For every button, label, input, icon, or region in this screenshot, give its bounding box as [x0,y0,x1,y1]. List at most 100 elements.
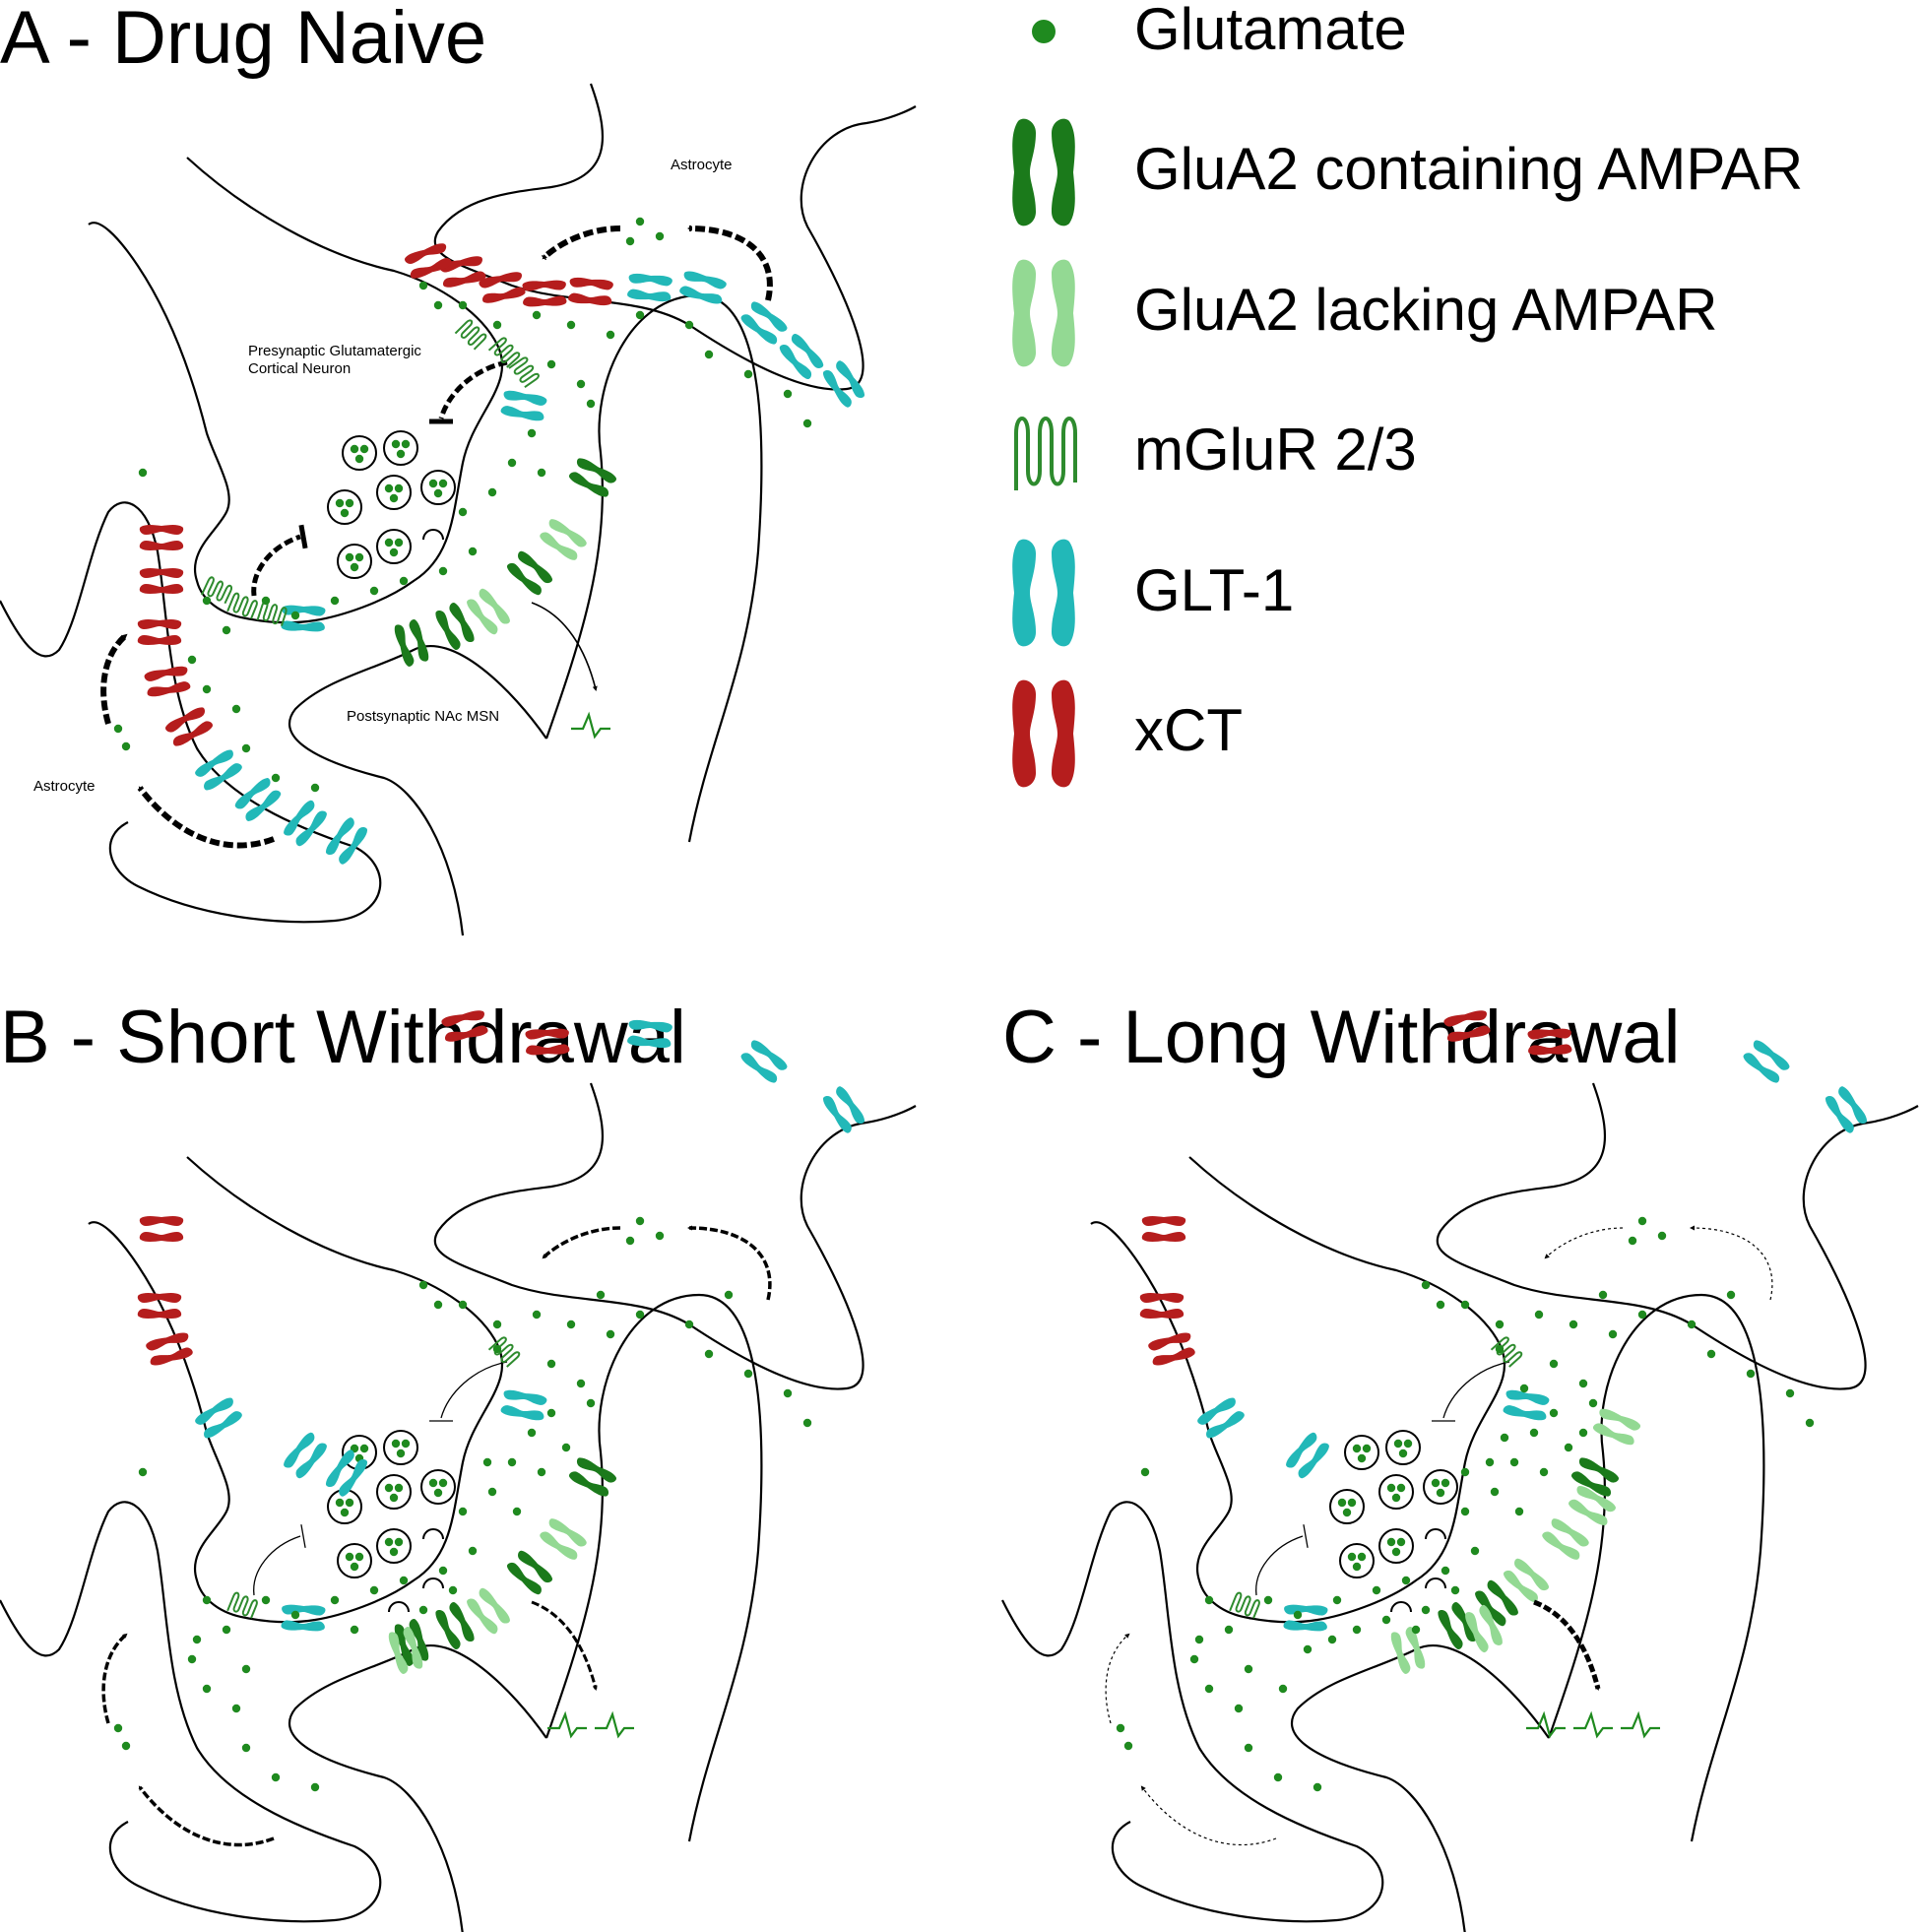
glutamate-molecule [625,1236,635,1246]
glutamate-molecule [1327,1635,1337,1644]
xct-transporter [522,280,567,307]
xct-transporter [439,256,486,288]
vesicle-release-site [1425,1578,1446,1589]
glutamate-molecule [704,350,714,359]
glt1-transporter [1825,1086,1868,1133]
glutamate-molecule [202,596,212,606]
glutamate-molecule [606,330,615,340]
glutamate-molecule [512,1507,522,1516]
glua2-lacking-icon [1012,259,1075,367]
glutamate-molecule [1450,1585,1460,1595]
glutamate-molecule [1460,1467,1470,1477]
glutamate-molecule [1598,1290,1608,1300]
glutamate-molecule [1495,1344,1505,1354]
glua2-containing-ampar [1570,1457,1620,1497]
glutamate-molecule [271,1772,281,1782]
transport-arrow [542,1226,621,1259]
panel-title: C - Long Withdrawal [1002,996,1681,1079]
legend-item-mglur: mGluR 2/3 [1014,417,1417,490]
cell-membrane [0,1501,382,1923]
glutamate-molecule [1519,1384,1529,1393]
transport-arrow [687,225,773,301]
glutamate-molecule [1123,1741,1133,1751]
xct-transporter [139,525,184,550]
glutamate-molecule [1244,1664,1253,1674]
glutamate-molecule [1539,1467,1549,1477]
glutamate-molecule [350,1625,359,1635]
glua2-containing-ampar [435,602,475,651]
glutamate-molecule [684,320,694,330]
xct-transporter [164,707,214,746]
astrocyte-label-left: Astrocyte [33,778,96,795]
legend-label-xct: xCT [1134,697,1243,763]
glutamate-molecule [458,1507,468,1516]
glutamate-molecule [655,231,665,241]
action-potential-trace [595,1710,634,1739]
glutamate-molecule [704,1349,714,1359]
cell-membrane [433,83,917,391]
glutamate-molecule [1637,1216,1647,1226]
glutamate-molecule [537,1467,546,1477]
synaptic-vesicle [1378,1474,1414,1510]
glt1-transporter [1197,1397,1245,1439]
glutamate-molecule [492,320,502,330]
glt1-transporter [1743,1040,1790,1083]
mglur-receptor [200,576,233,605]
glutamate-molecule [802,1418,812,1428]
glt1-transporter [740,1040,788,1083]
glt1-transporter [627,273,672,302]
glt1-transporter [325,817,368,865]
glutamate-molecule [1411,1625,1421,1635]
glutamate-molecule [1805,1418,1815,1428]
xct-icon [1012,679,1075,788]
synaptic-vesicle [1329,1489,1365,1524]
synaptic-vesicle [376,475,412,510]
glutamate-molecule [1194,1635,1204,1644]
inhibition-bar [300,1524,306,1548]
synaptic-vesicle [383,430,418,466]
glutamate-molecule [399,576,409,586]
glutamate-molecule [1500,1433,1509,1443]
glutamate-molecule [290,1610,300,1620]
action-potential-trace [1573,1710,1613,1739]
glutamate-molecule [527,1428,537,1438]
glutamate-molecule [121,1741,131,1751]
glutamate-molecule [783,389,793,399]
transport-arrow [541,225,621,261]
glutamate-molecule [1746,1369,1756,1379]
glutamate-molecule [487,1487,497,1497]
inhibition-arrow [251,534,301,597]
glutamate-molecule [202,684,212,694]
transport-arrow [101,1633,128,1724]
glutamate-molecule [1657,1231,1667,1241]
synapse-diagram [0,83,917,936]
glutamate-molecule [310,1782,320,1792]
glutamate-molecule [1293,1610,1303,1620]
glua2-containing-ampar [1475,1579,1518,1627]
glua2-lacking-ampar [1569,1485,1616,1526]
glua2-containing-ampar [394,619,429,667]
mglur-receptor [454,319,487,351]
vesicle-release-site [1390,1601,1412,1613]
glutamate-molecule [1140,1467,1150,1477]
glutamate-molecule [448,1585,458,1595]
glutamate-molecule [1509,1457,1519,1467]
action-potential-trace [1621,1710,1660,1739]
glutamate-molecule [586,1398,596,1408]
synaptic-vesicle [1378,1528,1414,1564]
glua2-containing-ampar [507,1550,552,1595]
presynaptic-label-line-2: Cortical Neuron [248,360,351,377]
synaptic-vesicle [376,1474,412,1510]
glutamate-molecule [1189,1654,1199,1664]
xct-transporter [137,619,182,645]
glutamate-molecule [1785,1388,1795,1398]
glutamate-molecule [1726,1290,1736,1300]
inhibition-arrow [1255,1535,1304,1596]
glutamate-molecule [1514,1507,1524,1516]
glutamate-molecule [537,468,546,478]
glutamate-molecule [635,1310,645,1320]
glutamate-molecule [546,359,556,369]
glua2-lacking-ampar [467,588,510,635]
glt1-transporter [1286,1432,1329,1479]
panel-title: B - Short Withdrawal [0,996,686,1079]
